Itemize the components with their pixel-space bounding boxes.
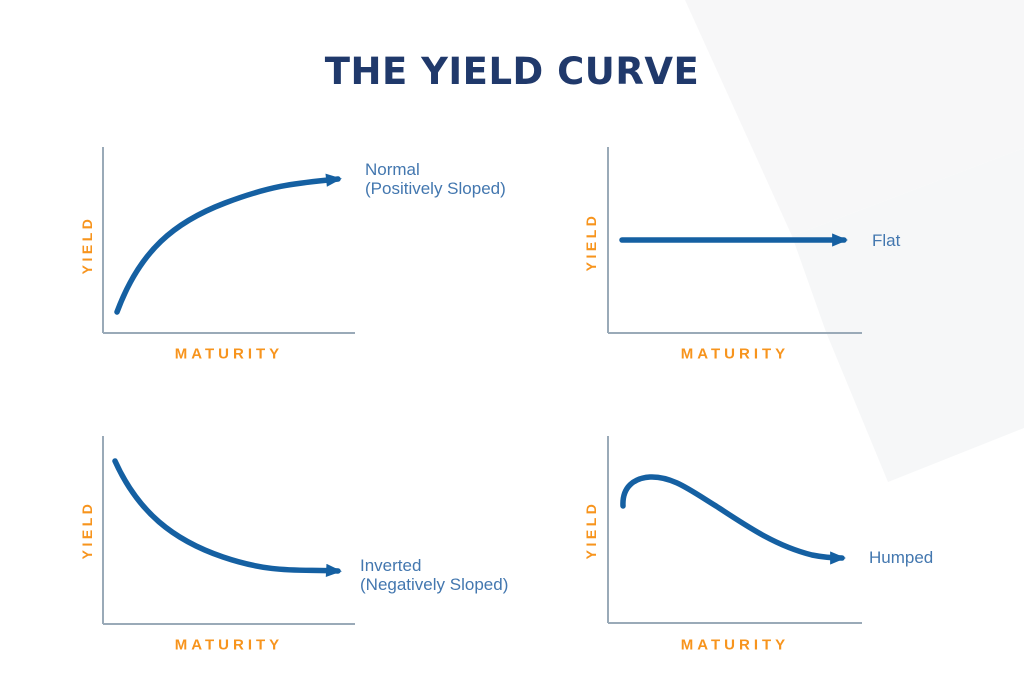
background-facet-top-right [685,0,1024,236]
normal-curve-label-line2: (Positively Sloped) [365,179,506,198]
humped-x-axis-label: MATURITY [680,636,790,654]
normal-curve-label-line1: Normal [365,160,420,179]
inverted-curve [112,458,342,577]
inverted-y-axis-label: YIELD [79,500,95,560]
humped-curve-label-line1: Humped [869,548,934,567]
humped-curve-label: Humped [869,548,933,567]
inverted-curve-label: Inverted (Negatively Sloped) [360,556,508,594]
normal-y-axis-label: YIELD [79,215,95,275]
flat-y-axis-label: YIELD [583,212,599,272]
flat-curve-label-line1: Flat [872,231,901,250]
normal-curve [114,173,342,315]
normal-x-axis-label: MATURITY [174,345,284,363]
humped-curve [620,474,846,565]
background-facet-mid-right [792,148,1024,482]
page-title: THE YIELD CURVE [324,50,700,93]
humped-y-axis-label: YIELD [583,500,599,560]
flat-x-axis-label: MATURITY [680,345,790,363]
normal-curve-label: Normal (Positively Sloped) [365,160,506,198]
inverted-curve-label-line1: Inverted [360,556,422,575]
inverted-curve-label-line2: (Negatively Sloped) [360,575,509,594]
inverted-x-axis-label: MATURITY [174,636,284,654]
flat-curve-label: Flat [872,231,900,250]
